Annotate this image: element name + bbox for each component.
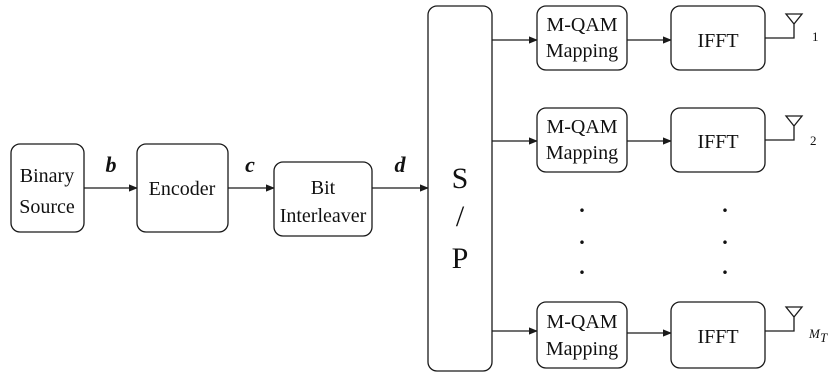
signal-b-label: b <box>106 152 117 177</box>
antenna-icon-mt <box>765 306 804 332</box>
ellipsis-dot: . <box>722 254 728 279</box>
ellipsis-dot: . <box>579 254 585 279</box>
antenna-label-1: 1 <box>812 29 819 44</box>
ellipsis-dot: . <box>722 192 728 217</box>
ifft-label: IFFT <box>697 131 738 153</box>
mqam-label-line1: M-QAM <box>546 14 617 36</box>
encoder-label: Encoder <box>149 178 216 200</box>
antenna-label-mt-subscript: T <box>820 330 828 345</box>
sp-label-slash: / <box>456 200 465 233</box>
ellipsis-dot: . <box>579 224 585 249</box>
antenna-icon-2 <box>765 115 804 141</box>
antenna-label-mt: M <box>808 326 821 341</box>
ellipsis-dot: . <box>579 192 585 217</box>
binary-source-label-line2: Source <box>19 196 75 218</box>
antenna-icon-1 <box>765 13 804 39</box>
signal-c-label: c <box>245 152 255 177</box>
mqam-label-line2: Mapping <box>546 40 618 62</box>
ifft-label: IFFT <box>697 326 738 348</box>
ifft-block-mt <box>670 301 766 369</box>
antenna-label-2: 2 <box>810 133 817 148</box>
binary-source-label-line1: Binary <box>20 165 74 187</box>
mqam-label-line2: Mapping <box>546 338 618 360</box>
ellipsis-dot: . <box>722 224 728 249</box>
sp-label-s: S <box>452 162 469 195</box>
mqam-label-line1: M-QAM <box>546 311 617 333</box>
bit-interleaver-label-line1: Bit <box>311 177 336 199</box>
serial-to-parallel-block <box>427 5 493 372</box>
mqam-mapping-block-mt <box>536 301 628 369</box>
bit-interleaver-block <box>273 161 373 237</box>
bit-interleaver-label-line2: Interleaver <box>280 205 367 227</box>
mqam-label-line1: M-QAM <box>546 116 617 138</box>
binary-source-block <box>10 143 85 233</box>
ifft-label: IFFT <box>697 30 738 52</box>
mqam-mapping-block-1 <box>536 5 628 71</box>
sp-label-p: P <box>452 242 469 275</box>
mqam-label-line2: Mapping <box>546 142 618 164</box>
mqam-mapping-block-2 <box>536 107 628 173</box>
signal-d-label: d <box>395 152 407 177</box>
